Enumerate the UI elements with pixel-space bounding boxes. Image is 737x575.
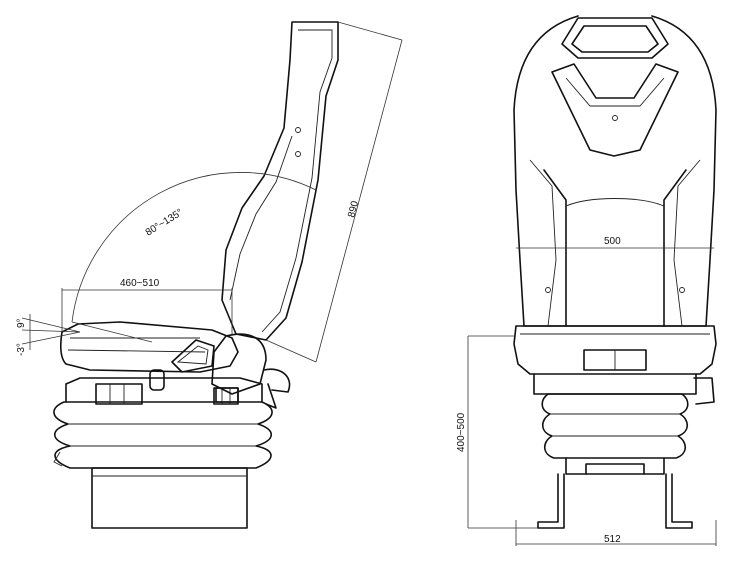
side-hinge <box>211 333 291 409</box>
front-backrest <box>513 15 717 327</box>
base-width-label: 512 <box>604 534 621 545</box>
backrest-length-dimension: 890 <box>265 21 403 363</box>
side-base <box>91 467 248 529</box>
seat-width-label: 500 <box>604 236 621 247</box>
cushion-depth-label: 460~510 <box>120 278 160 289</box>
side-view: 80°~135° 460~510 9° -3° 890 <box>16 21 403 529</box>
cushion-depth-dimension: 460~510 <box>61 278 233 336</box>
recline-angle-label: 80°~135° <box>144 207 185 238</box>
tilt-dimension: 9° -3° <box>16 314 81 356</box>
tilt-down-label: -3° <box>16 343 27 356</box>
recline-angle-arc: 80°~135° <box>71 172 317 343</box>
side-backrest <box>221 21 339 341</box>
backrest-length-label: 890 <box>346 199 361 218</box>
front-under-frame <box>533 373 715 459</box>
side-under-frame <box>65 369 263 405</box>
height-dimension: 400~500 <box>456 335 538 529</box>
side-bellows <box>53 401 273 469</box>
height-range-label: 400~500 <box>456 412 467 452</box>
side-seat-cushion <box>60 321 239 373</box>
tilt-up-label: 9° <box>16 318 27 328</box>
front-base <box>537 457 693 529</box>
seat-width-dimension: 500 <box>516 236 714 249</box>
front-headrest <box>551 17 679 157</box>
front-seat-cushion <box>513 325 717 375</box>
base-width-dimension: 512 <box>515 520 717 546</box>
front-view: 500 400~500 <box>456 15 717 546</box>
